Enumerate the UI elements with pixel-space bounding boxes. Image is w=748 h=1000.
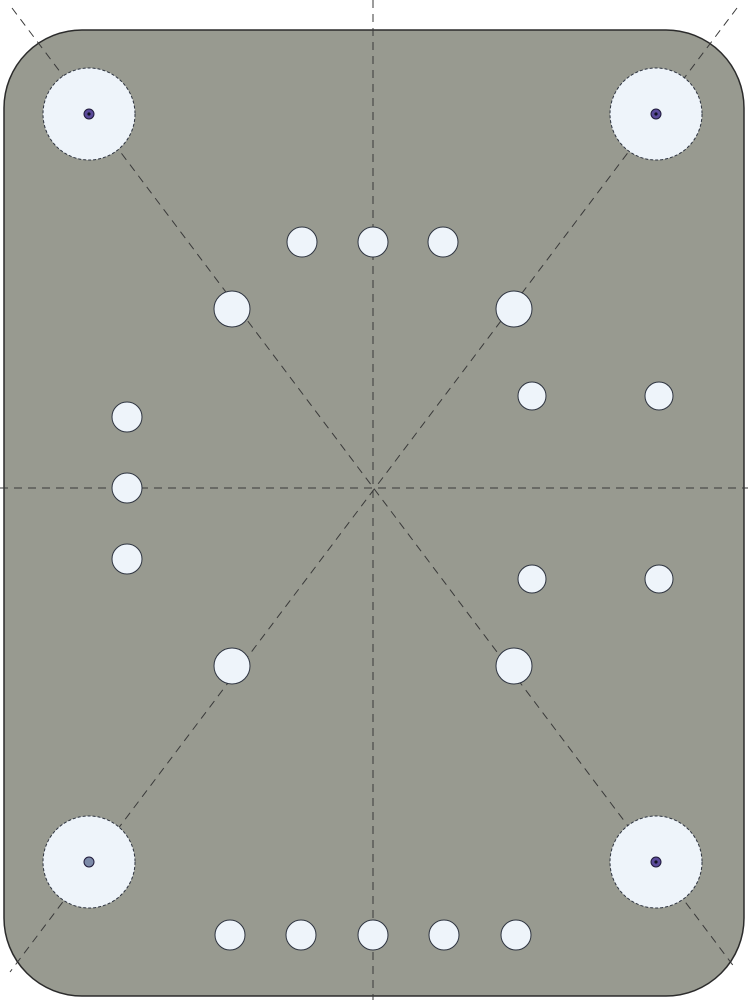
sketch-point-center	[654, 112, 658, 116]
hole-right-lower-1[interactable]	[517, 564, 547, 594]
hole-left-column-2[interactable]	[111, 472, 143, 504]
base-plate[interactable]	[3, 29, 745, 997]
hole-diagonal-lower-right[interactable]	[495, 647, 533, 685]
hole-diagonal-lower-left[interactable]	[213, 647, 251, 685]
sketch-point-center	[87, 112, 91, 116]
hole-bottom-row-5[interactable]	[500, 919, 532, 951]
hole-bottom-row-4[interactable]	[428, 919, 460, 951]
construction-line-diagonal-1[interactable]	[11, 7, 736, 969]
hole-left-column-3[interactable]	[111, 543, 143, 575]
sketch-point-icon[interactable]	[83, 856, 95, 868]
hole-right-upper-1[interactable]	[517, 381, 547, 411]
hole-left-column-1[interactable]	[111, 401, 143, 433]
construction-line-diagonal-2[interactable]	[9, 7, 738, 973]
hole-right-upper-2[interactable]	[644, 381, 674, 411]
hole-diagonal-upper-right[interactable]	[495, 290, 533, 328]
hole-bottom-row-1[interactable]	[214, 919, 246, 951]
hole-top-row-2[interactable]	[357, 226, 389, 258]
hole-bottom-row-3[interactable]	[357, 919, 389, 951]
hole-top-row-3[interactable]	[427, 226, 459, 258]
hole-diagonal-upper-left[interactable]	[213, 290, 251, 328]
hole-top-row-1[interactable]	[286, 226, 318, 258]
hole-bottom-row-2[interactable]	[285, 919, 317, 951]
sketch-point-center	[654, 860, 658, 864]
hole-right-lower-2[interactable]	[644, 564, 674, 594]
